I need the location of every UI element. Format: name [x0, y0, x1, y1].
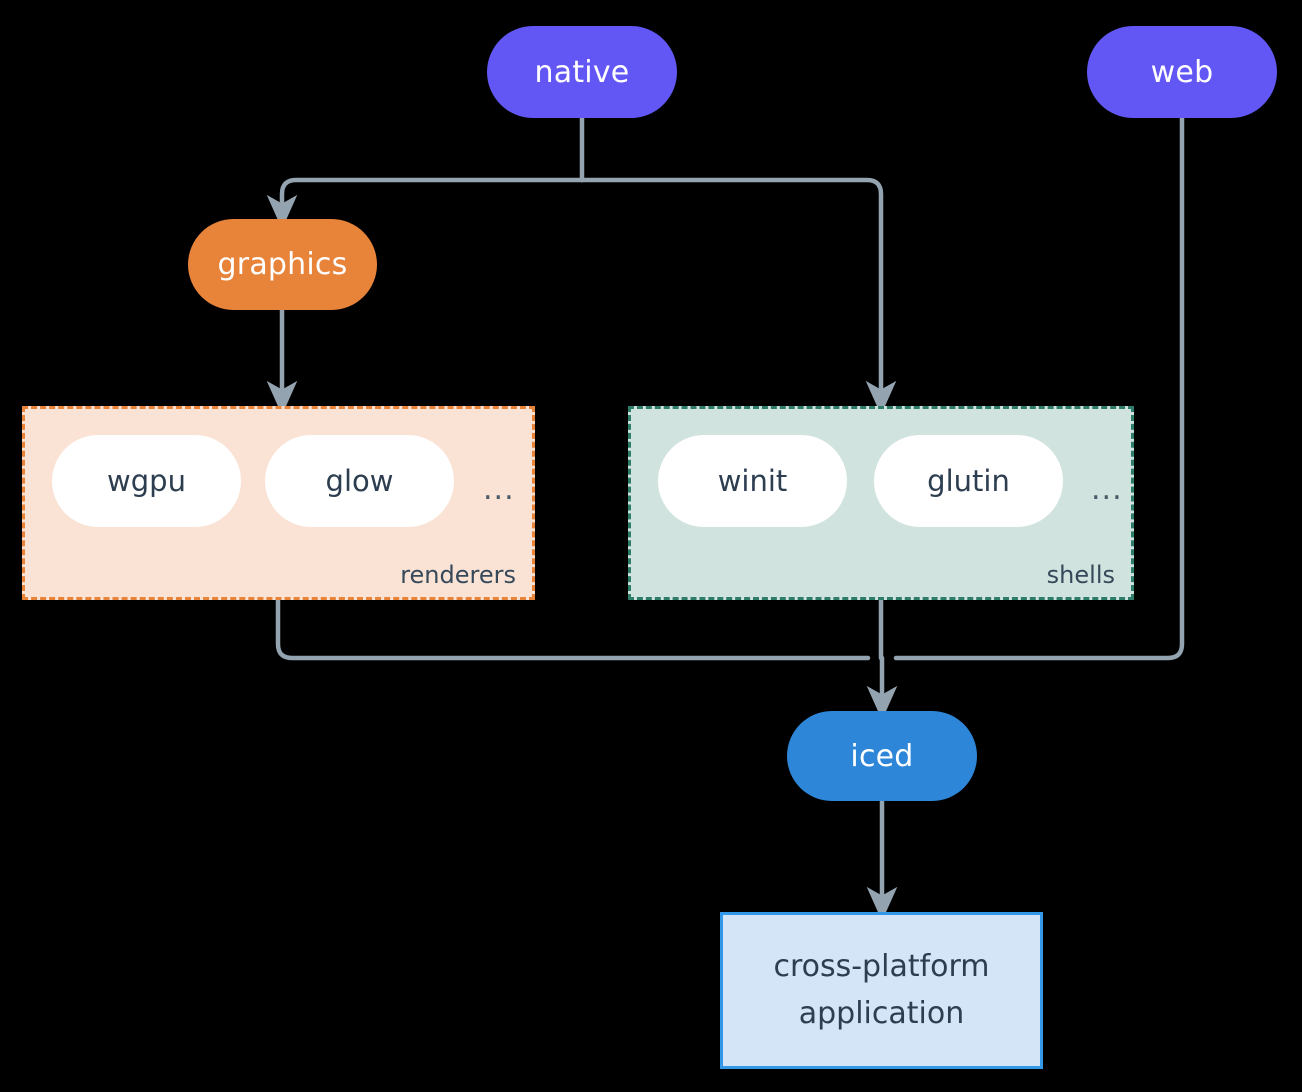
node-graphics-label: graphics — [217, 247, 348, 282]
node-iced-label: iced — [850, 738, 914, 774]
node-application[interactable]: cross-platform application — [720, 912, 1043, 1069]
node-web[interactable]: web — [1087, 26, 1277, 118]
node-application-line1: cross-platform — [773, 949, 990, 984]
leaf-winit-label: winit — [717, 464, 788, 498]
leaf-winit[interactable]: winit — [658, 435, 847, 527]
shells-overflow-ellipsis: ... — [1091, 472, 1123, 507]
edge-native-to-graphics — [266, 177, 585, 230]
group-shells-label: shells — [1046, 561, 1115, 589]
leaf-wgpu[interactable]: wgpu — [52, 435, 241, 527]
edge-native-to-shells — [579, 177, 897, 416]
node-native-label: native — [534, 54, 630, 90]
node-native[interactable]: native — [487, 26, 677, 118]
renderers-overflow-ellipsis: ... — [483, 472, 515, 507]
node-application-line2: application — [798, 995, 965, 1031]
group-renderers-label: renderers — [400, 561, 516, 589]
leaf-glow-label: glow — [325, 464, 394, 498]
leaf-wgpu-label: wgpu — [107, 464, 186, 498]
group-renderers: wgpu glow ... renderers — [22, 406, 535, 600]
node-web-label: web — [1150, 54, 1214, 90]
edge-renderers-to-iced — [275, 597, 871, 661]
leaf-glutin-label: glutin — [927, 464, 1010, 498]
node-graphics[interactable]: graphics — [188, 219, 377, 310]
node-iced[interactable]: iced — [787, 711, 977, 801]
leaf-glow[interactable]: glow — [265, 435, 454, 527]
group-shells: winit glutin ... shells — [628, 406, 1134, 600]
leaf-glutin[interactable]: glutin — [874, 435, 1063, 527]
